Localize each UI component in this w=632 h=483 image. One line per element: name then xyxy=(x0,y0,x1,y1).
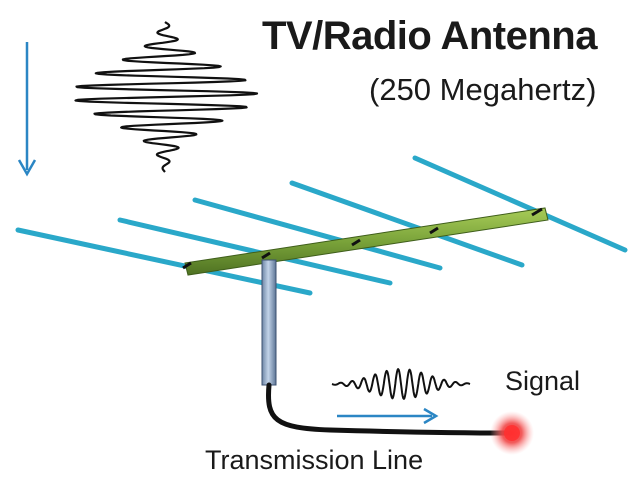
antenna-element xyxy=(412,155,628,253)
right-arrow-icon xyxy=(337,407,439,425)
incoming-wave-packet xyxy=(74,21,259,173)
down-arrow-icon xyxy=(17,42,37,177)
antenna-mast xyxy=(261,259,277,386)
outgoing-wave-packet xyxy=(331,368,471,400)
antenna-element xyxy=(15,227,313,296)
antenna-boom xyxy=(182,207,549,276)
transmission-line-cable xyxy=(266,382,513,436)
signal-label: Signal xyxy=(505,366,581,396)
antenna-elements xyxy=(15,155,628,296)
antenna-element xyxy=(192,197,443,271)
antenna-element xyxy=(289,180,525,268)
antenna-element xyxy=(117,217,393,286)
diagram-title: TV/Radio Antenna xyxy=(262,14,597,58)
transmission-line-label: Transmission Line xyxy=(205,445,424,475)
diagram-subtitle: (250 Megahertz) xyxy=(369,72,597,107)
